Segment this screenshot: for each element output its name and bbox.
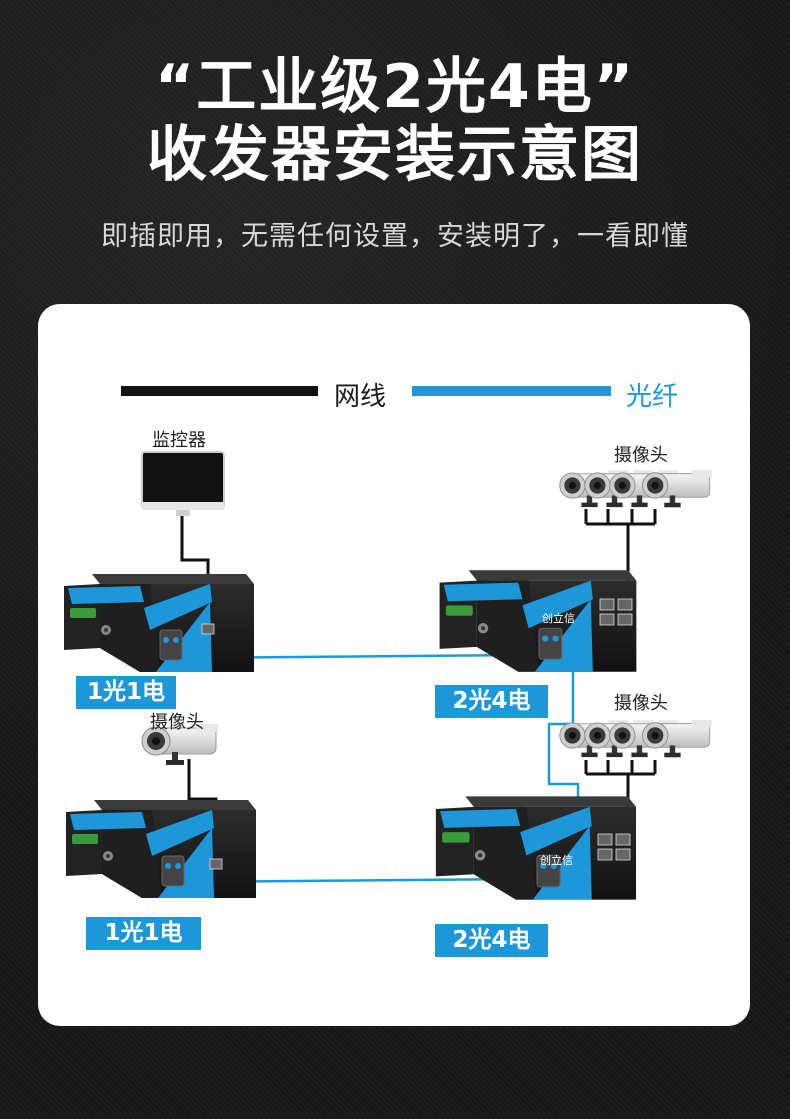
transceiver-1 <box>63 573 255 673</box>
page-subtitle: 即插即用，无需任何设置，安装明了，一看即懂 <box>101 221 689 252</box>
brand-mark-2: 创立信 <box>542 611 575 625</box>
transceiver-3-badge: 1光1电 <box>86 917 201 950</box>
camera-group-bottom <box>559 720 713 758</box>
transceiver-3 <box>65 799 257 899</box>
camera-label-top: 摄像头 <box>614 445 668 466</box>
rj45-port-1 <box>201 623 215 635</box>
legend-fiber-label: 光纤 <box>626 382 679 412</box>
rj45-ports-4 <box>597 833 631 861</box>
transceiver-4-badge: 2光4电 <box>435 924 548 957</box>
monitor-label: 监控器 <box>152 430 206 451</box>
legend-fiber-line <box>412 386 611 396</box>
page-title-line1: “工业级2光4电” <box>154 52 636 122</box>
transceiver-4 <box>435 795 637 901</box>
transceiver-1-badge: 1光1电 <box>76 676 176 709</box>
installation-diagram: 创立信 创立信 <box>63 386 713 901</box>
camera-label-single: 摄像头 <box>150 712 204 733</box>
rj45-ports-2 <box>599 598 633 626</box>
legend-network-cable-line <box>121 386 318 396</box>
diagram-card: 创立信 创立信 网线 光纤 监控器 摄像头 摄像头 摄像头 1光1电 2光4电 … <box>38 304 750 1026</box>
monitor <box>141 451 225 516</box>
rj45-port-3 <box>209 858 223 870</box>
camera-label-bottom: 摄像头 <box>614 693 668 714</box>
camera-group-top <box>559 470 713 508</box>
legend-network-cable-label: 网线 <box>334 382 387 412</box>
brand-mark-4: 创立信 <box>540 853 573 867</box>
page-title-line2: 收发器安装示意图 <box>147 120 643 190</box>
transceiver-2-badge: 2光4电 <box>435 685 548 718</box>
